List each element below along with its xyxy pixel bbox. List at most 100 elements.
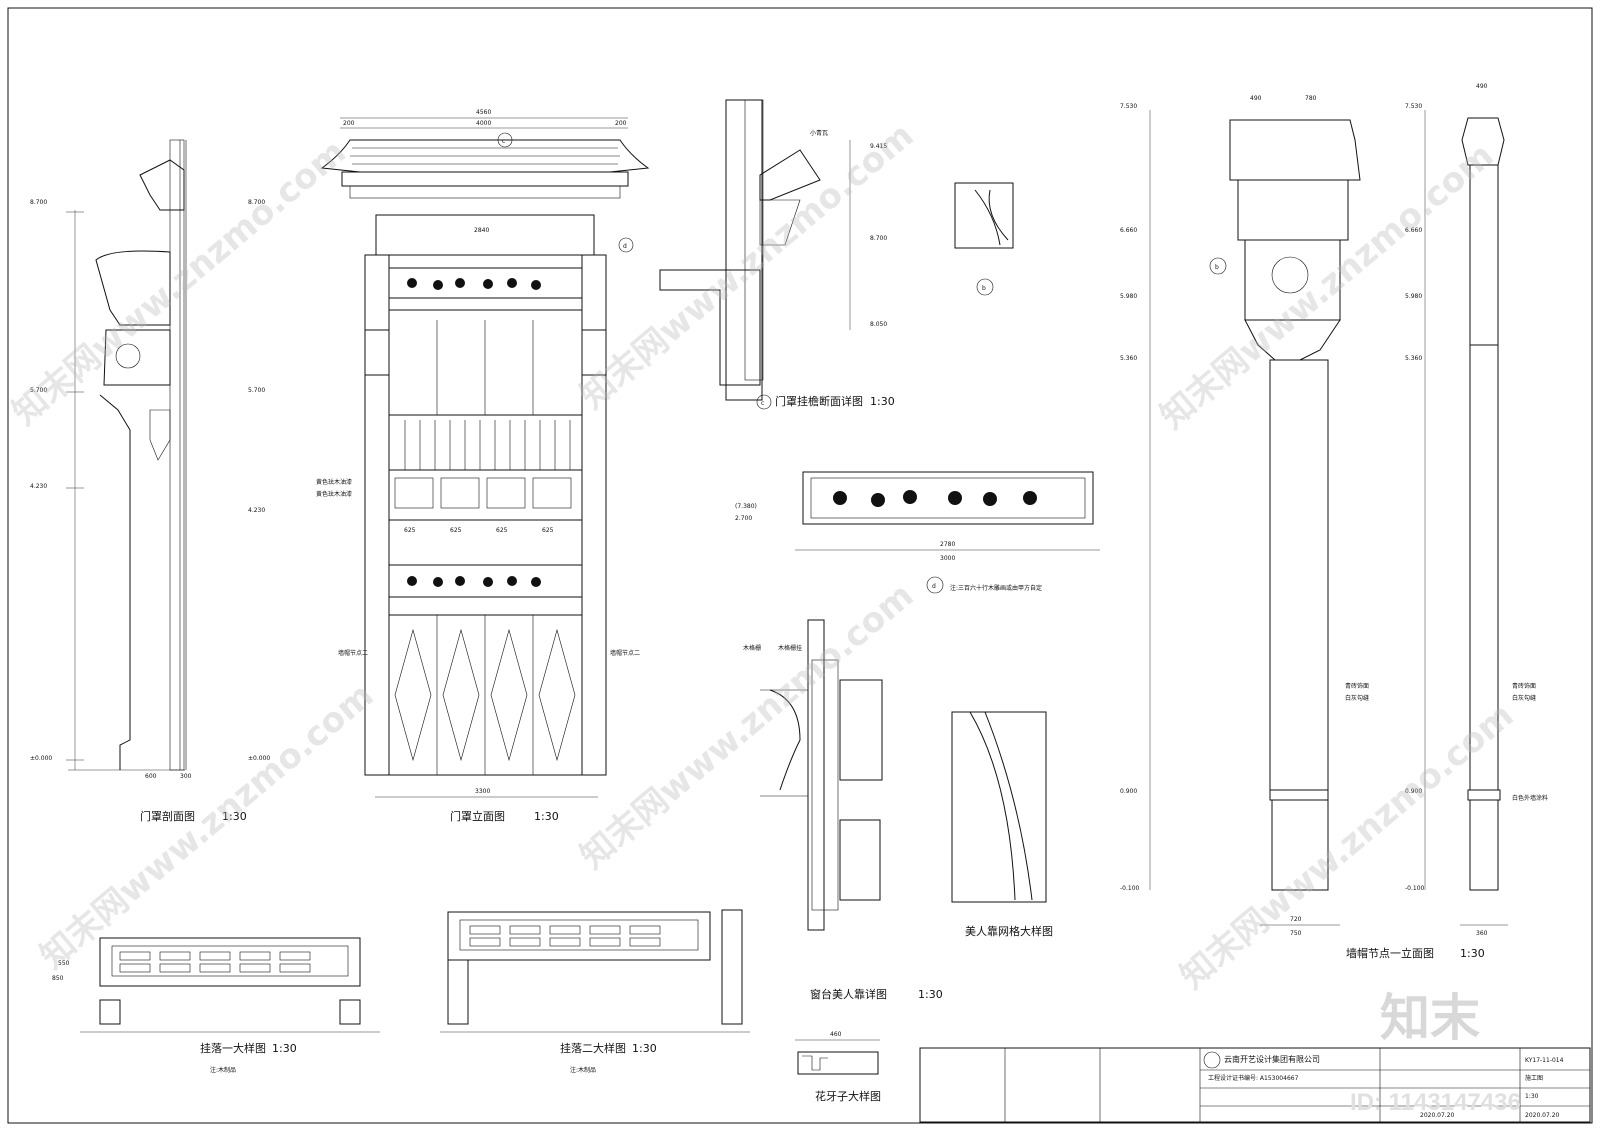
marker-c2-circle xyxy=(756,394,772,410)
lattice-title: 美人靠网格大样图 xyxy=(965,924,1053,938)
section-title: 门罩剖面图 xyxy=(140,809,195,823)
mural-figures-bottom xyxy=(407,576,541,587)
elevation-title: 门罩立面图 xyxy=(450,809,505,823)
company-name: 云南开艺设计集团有限公司 xyxy=(1224,1054,1320,1064)
dim-200-a: 200 xyxy=(343,120,355,127)
level-4230-b: 4.230 xyxy=(248,507,265,514)
level-6660-a: 6.660 xyxy=(1120,227,1137,234)
level-9415: 9.415 xyxy=(870,143,887,150)
hang1-title: 挂落一大样图 xyxy=(200,1041,266,1055)
dim-4560: 4560 xyxy=(476,109,491,116)
mural-panel-bottom xyxy=(388,564,583,598)
hang1-note: 注:木制品 xyxy=(210,1066,236,1074)
watermark-5: 知末网www.znzmo.com xyxy=(573,575,922,877)
white-cap-label: 白色外墙涂料 xyxy=(1512,794,1548,802)
timber-label: 木格栅 xyxy=(743,644,761,652)
dim-850: 850 xyxy=(52,975,64,982)
brick-label-1: 青砖饰面 xyxy=(1345,682,1369,690)
paint-label-1: 黄色珐木油漆 xyxy=(316,478,352,486)
hanging-detail-2: 挂落二大样图 1:30 注:木制品 xyxy=(440,909,750,1074)
roof-tiles xyxy=(350,147,620,165)
upper-window xyxy=(388,309,583,416)
detail-b: b xyxy=(954,182,1014,296)
level-0100-b: -0.100 xyxy=(1405,885,1425,892)
date-2: 2020.07.20 xyxy=(1525,1112,1560,1119)
watermarks: 知末网www.znzmo.com 知末网www.znzmo.com 知末网www… xyxy=(5,115,1521,1116)
dim-200-b: 200 xyxy=(615,120,627,127)
cert-number: 工程设计证书编号: A153004667 xyxy=(1208,1074,1299,1082)
wall-node-left: 墙帽节点二 xyxy=(338,649,368,657)
hang2-note: 注:木制品 xyxy=(570,1066,596,1074)
marker-d-circle xyxy=(618,237,634,253)
level-5360-a: 5.360 xyxy=(1120,355,1137,362)
marker-d: d xyxy=(623,243,627,250)
sheet-border xyxy=(7,7,1593,1124)
section-roof xyxy=(139,159,185,211)
dim-720: 720 xyxy=(1290,916,1302,923)
level-0900-a: 0.900 xyxy=(1120,788,1137,795)
brand-mark: 知末 xyxy=(1380,989,1480,1047)
dim-300: 300 xyxy=(180,773,192,780)
level-7380: (7.380) xyxy=(735,503,757,510)
section-ornament xyxy=(115,343,141,369)
pillar-side: 360 490 7.530 6.660 5.980 5.360 0.900 -0… xyxy=(1346,83,1548,960)
section-base-profile xyxy=(99,394,131,770)
marker-c-circle xyxy=(497,132,513,148)
panel-row xyxy=(388,469,583,521)
lattice-detail: 美人靠网格大样图 xyxy=(951,711,1053,938)
dim-2840: 2840 xyxy=(474,227,489,234)
dim-490: 490 xyxy=(1250,95,1262,102)
watermark-4: 知末网www.znzmo.com xyxy=(33,675,382,977)
elevation-view: 4560 4000 200 200 2840 xyxy=(248,109,650,823)
dim-4000: 4000 xyxy=(476,120,491,127)
title-block: 云南开艺设计集团有限公司 工程设计证书编号: A153004667 施工图 KY… xyxy=(919,1047,1591,1123)
level-0900-b: 0.900 xyxy=(1405,788,1422,795)
marker-b2: b xyxy=(1215,264,1219,271)
dim-625-c: 625 xyxy=(496,527,508,534)
level-8050: 8.050 xyxy=(870,321,887,328)
hang2-title: 挂落二大样图 xyxy=(560,1041,626,1055)
section-cornice xyxy=(95,250,171,326)
level-8700-b: 8.700 xyxy=(248,199,265,206)
dim-600: 600 xyxy=(145,773,157,780)
mural-detail-figures xyxy=(833,490,1037,507)
window-detail: 木格栅 木格栅挂 窗台美人靠详图 1:30 xyxy=(743,619,943,1001)
balustrade xyxy=(388,414,583,471)
elevation-roof xyxy=(320,139,650,173)
level-5700-b: 5.700 xyxy=(248,387,265,394)
dim-3000: 3000 xyxy=(940,555,955,562)
door-leaves xyxy=(388,614,583,776)
level-7530-a: 7.530 xyxy=(1120,103,1137,110)
window-scale: 1:30 xyxy=(918,988,943,1001)
elevation-lintel xyxy=(375,214,595,256)
hang1-scale: 1:30 xyxy=(272,1042,297,1055)
elevation-scale: 1:30 xyxy=(534,810,559,823)
level-5360-b: 5.360 xyxy=(1405,355,1422,362)
level-0100-a: -0.100 xyxy=(1120,885,1140,892)
mural-panel-top xyxy=(388,267,583,299)
dim-2780: 2780 xyxy=(940,541,955,548)
dim-625-a: 625 xyxy=(404,527,416,534)
section-view: 8.700 5.700 4.230 ±0.000 600 300 门罩剖面图 1… xyxy=(30,139,247,823)
marker-b-circle xyxy=(976,278,994,296)
dim-460: 460 xyxy=(830,1031,842,1038)
level-8700-c: 8.700 xyxy=(870,235,887,242)
watermark-3: 知末网www.znzmo.com xyxy=(1153,135,1502,437)
stage: 施工图 xyxy=(1525,1074,1543,1082)
level-0-a: ±0.000 xyxy=(30,755,52,762)
hanging-detail-1: 850 550 挂落一大样图 1:30 注:木制品 xyxy=(52,937,380,1074)
id-mark: ID: 1143147436 xyxy=(1350,1089,1521,1116)
marker-dd: d xyxy=(932,583,936,590)
elevation-eave-band xyxy=(341,171,629,187)
dim-780: 780 xyxy=(1305,95,1317,102)
brick-label-3: 青砖饰面 xyxy=(1512,682,1536,690)
brick-label-2: 白灰勾缝 xyxy=(1345,694,1369,702)
section-bracket xyxy=(149,409,171,461)
cornice-title: 门罩挂檐断面详图 xyxy=(775,394,863,408)
watermark-2: 知末网www.znzmo.com xyxy=(573,115,922,417)
company-logo xyxy=(1203,1051,1221,1069)
level-2700: 2.700 xyxy=(735,515,752,522)
dim-625-d: 625 xyxy=(542,527,554,534)
